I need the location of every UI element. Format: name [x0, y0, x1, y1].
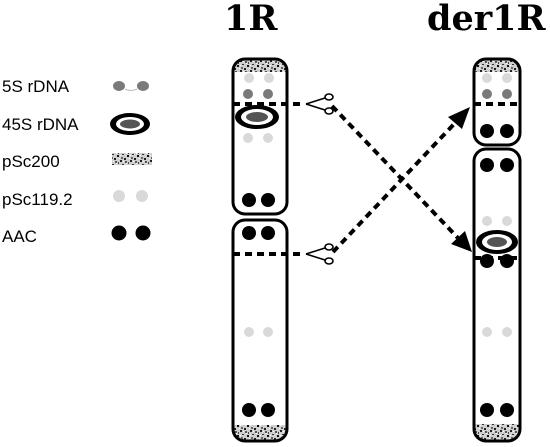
legend-marker-psc119-2: [113, 190, 148, 202]
legend-label-5s-rdna: 5S rDNA: [2, 77, 70, 96]
aac-signal: [480, 124, 514, 138]
chromosome-der1r-long-arm: [472, 147, 522, 443]
dashed-arrow-icon: [330, 104, 472, 252]
title-der1r: der1R: [427, 0, 546, 39]
legend-label-45s-rdna: 45S rDNA: [2, 115, 79, 134]
legend-label-psc119-2: pSc119.2: [2, 190, 73, 209]
aac-signal: [480, 158, 514, 417]
5s-rdna-signal: [482, 89, 512, 99]
aac-signal: [242, 193, 275, 207]
legend-label-psc200: pSc200: [2, 152, 60, 171]
5s-rdna-signal: [243, 89, 273, 99]
scissors-icon: [305, 93, 334, 115]
dashed-arrow-icon: [331, 107, 470, 254]
chromosome-1r-short-arm: [231, 57, 289, 216]
chromosome-1r-long-arm: [231, 218, 289, 443]
45s-rdna-signal: [235, 105, 279, 129]
psc119-2-signal: [244, 327, 273, 337]
legend-marker-psc200: [112, 153, 152, 165]
legend-marker-aac: [111, 225, 151, 241]
legend-marker-45s-rdna: [110, 113, 150, 135]
psc119-2-signal: [482, 216, 512, 337]
legend-marker-5s-rdna: [113, 81, 149, 91]
psc119-2-signal: [243, 73, 274, 143]
aac-signal: [242, 226, 275, 417]
legend-label-aac: AAC: [2, 227, 37, 246]
psc119-2-signal: [482, 73, 512, 83]
scissors-icon: [305, 243, 334, 265]
title-1r: 1R: [224, 0, 278, 39]
45s-rdna-signal: [476, 230, 518, 254]
